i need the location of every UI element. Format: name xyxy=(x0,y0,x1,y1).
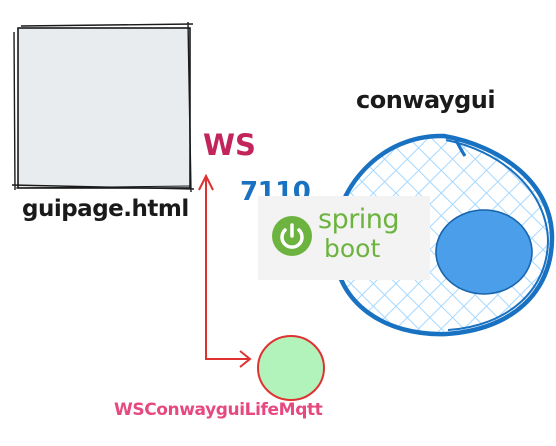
server-inner-node xyxy=(435,209,533,295)
power-icon xyxy=(272,216,312,256)
gui-page-box[interactable] xyxy=(11,21,195,193)
server-label: conwaygui xyxy=(356,86,496,114)
server-curl-mark xyxy=(453,137,467,157)
ws-connection-arrow xyxy=(198,173,252,368)
spring-logo-word: spring xyxy=(318,204,400,235)
gui-page-label: guipage.html xyxy=(22,196,189,222)
protocol-label: WS xyxy=(203,128,256,162)
boot-logo-word: boot xyxy=(324,234,381,263)
server-node[interactable] xyxy=(331,133,555,337)
client-node[interactable] xyxy=(257,335,325,401)
spring-boot-logo: spring boot xyxy=(258,196,430,280)
client-label: WSConwayguiLifeMqtt xyxy=(114,400,323,420)
